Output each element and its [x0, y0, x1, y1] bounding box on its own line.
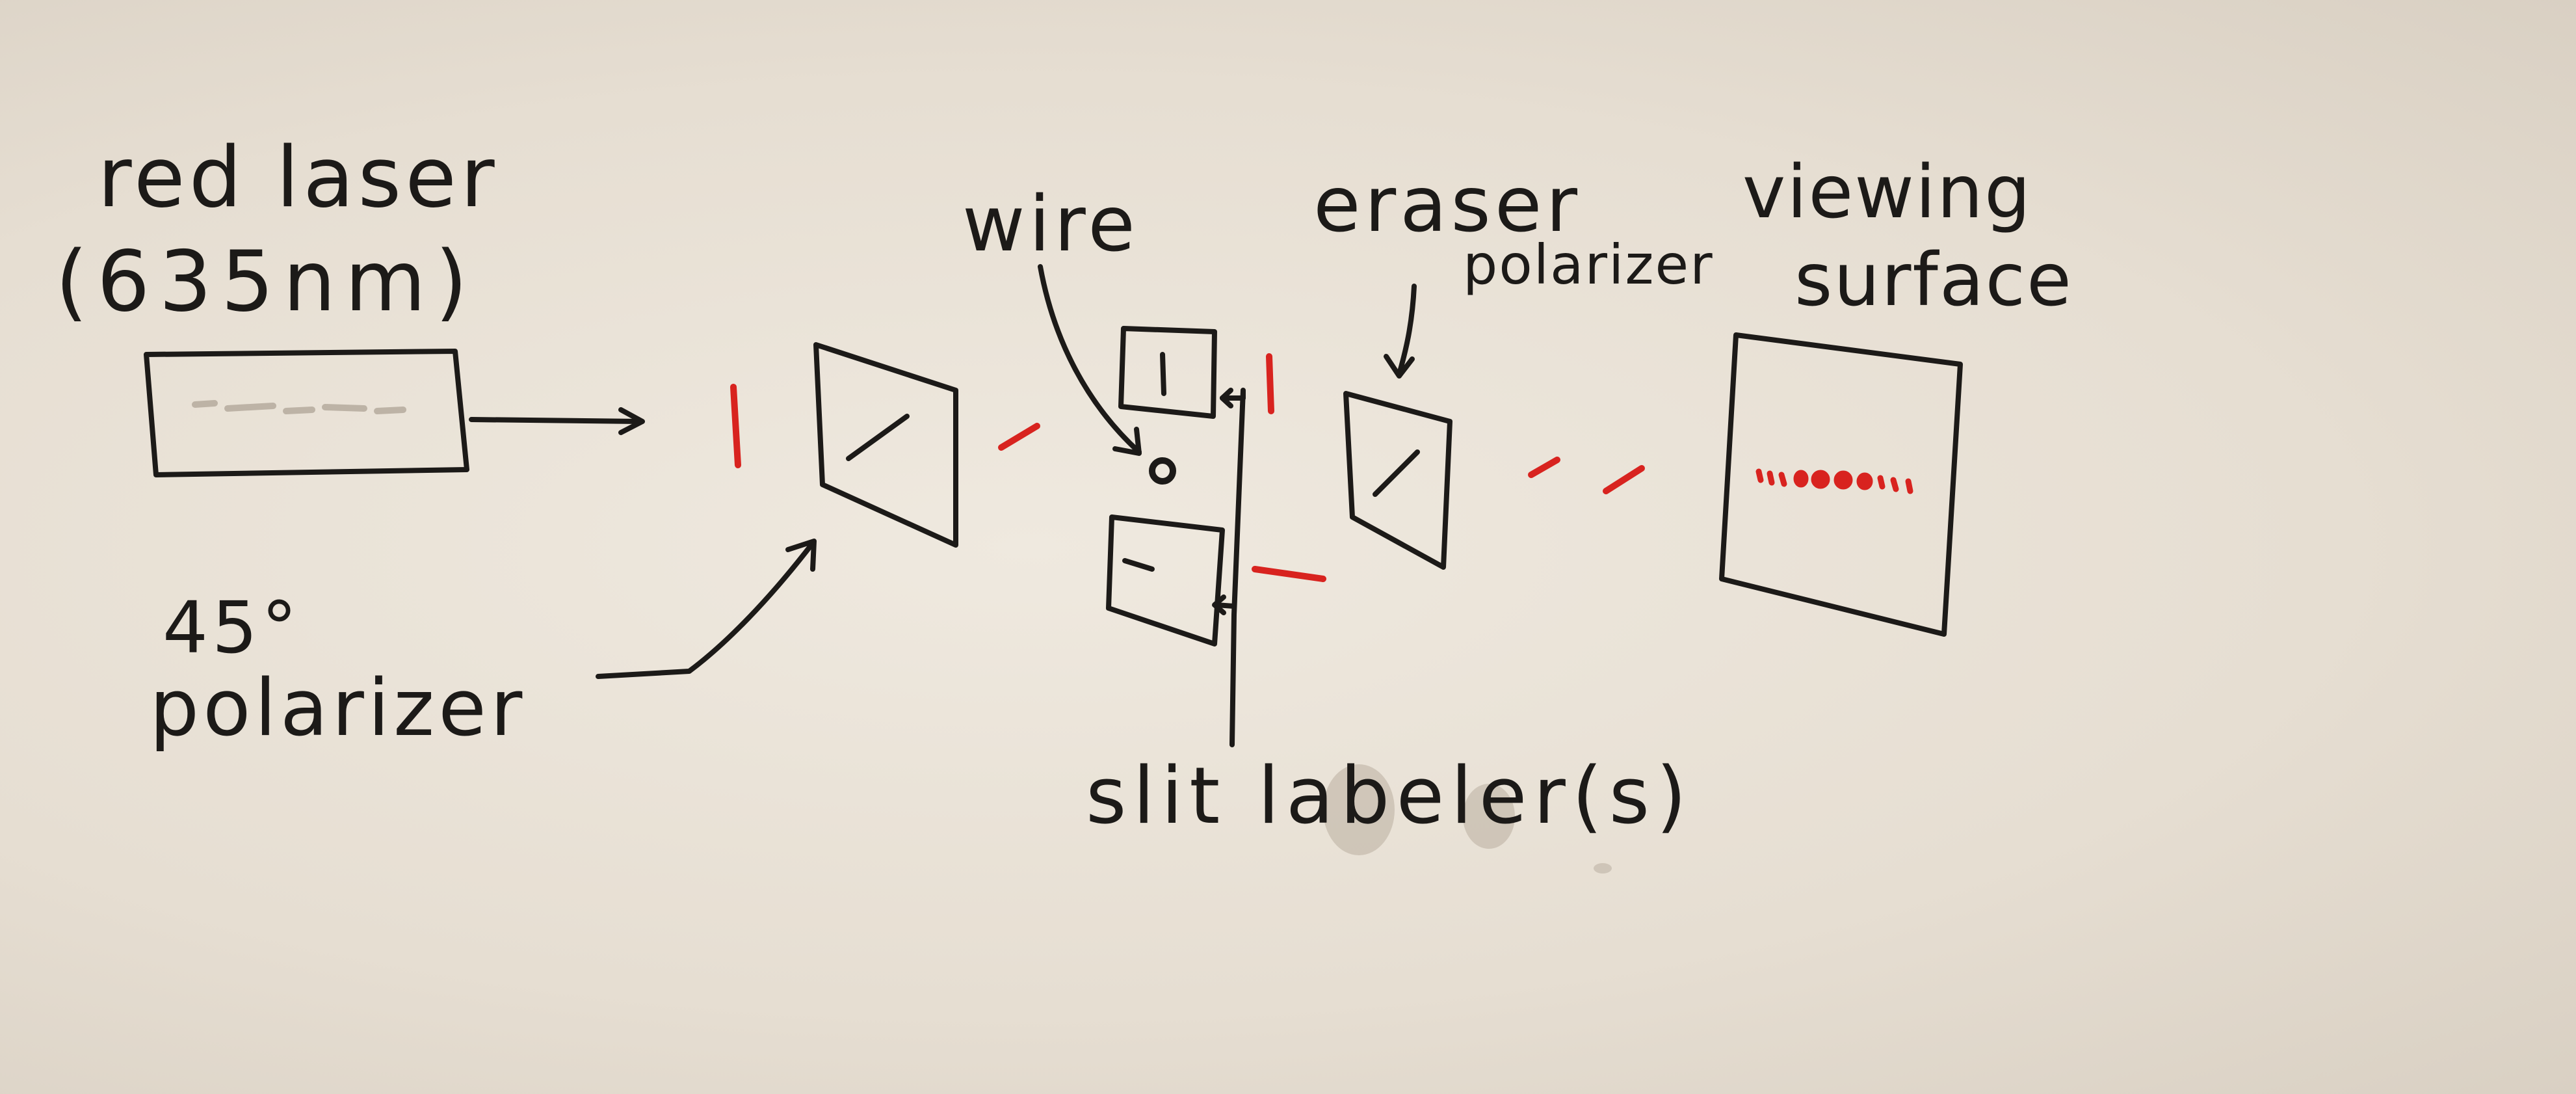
beam-diagonal-polarized [998, 423, 1040, 451]
beam-lower-slit-marked [1252, 566, 1326, 582]
polarizer-45-pointer-arrow [596, 539, 817, 679]
viewing-surface [1719, 332, 1963, 637]
eraser-pointer-arrow [1384, 284, 1417, 379]
slit-labeler-lower [1106, 514, 1225, 647]
laser-label: red laser [98, 129, 499, 226]
eraser-polarizer-label: polarizer [1463, 233, 1714, 297]
interference-pattern [1755, 468, 1913, 494]
wire-pointer-arrow [1038, 264, 1142, 456]
beam-after-eraser-2 [1603, 465, 1645, 494]
polarizer-label: polarizer [150, 663, 527, 754]
laser-box [144, 349, 469, 477]
beam-upper-slit-marked [1266, 353, 1274, 414]
laser-beam [730, 353, 1645, 582]
polarizer-45 [813, 342, 958, 548]
eraser-label: eraser [1313, 159, 1582, 249]
wire-label: wire [962, 179, 1139, 269]
eraser-smudge [1323, 764, 1612, 874]
beam-after-eraser-1 [1528, 457, 1560, 478]
slit-labeler-pointer [1212, 388, 1246, 747]
surface-label: surface [1794, 238, 2073, 323]
eraser-polarizer [1343, 391, 1452, 570]
beam-vertical-polarized [730, 384, 741, 468]
viewing-label: viewing [1742, 150, 2032, 235]
slit-labelers-label: slit labeler(s) [1086, 751, 1693, 842]
laser-output-arrow [469, 407, 645, 435]
laser-wavelength-label: (635nm) [55, 233, 477, 330]
slit-labeler-upper [1118, 326, 1217, 419]
polarizer-angle-label: 45° [163, 586, 301, 669]
wire-cross-section-icon [1149, 457, 1176, 485]
